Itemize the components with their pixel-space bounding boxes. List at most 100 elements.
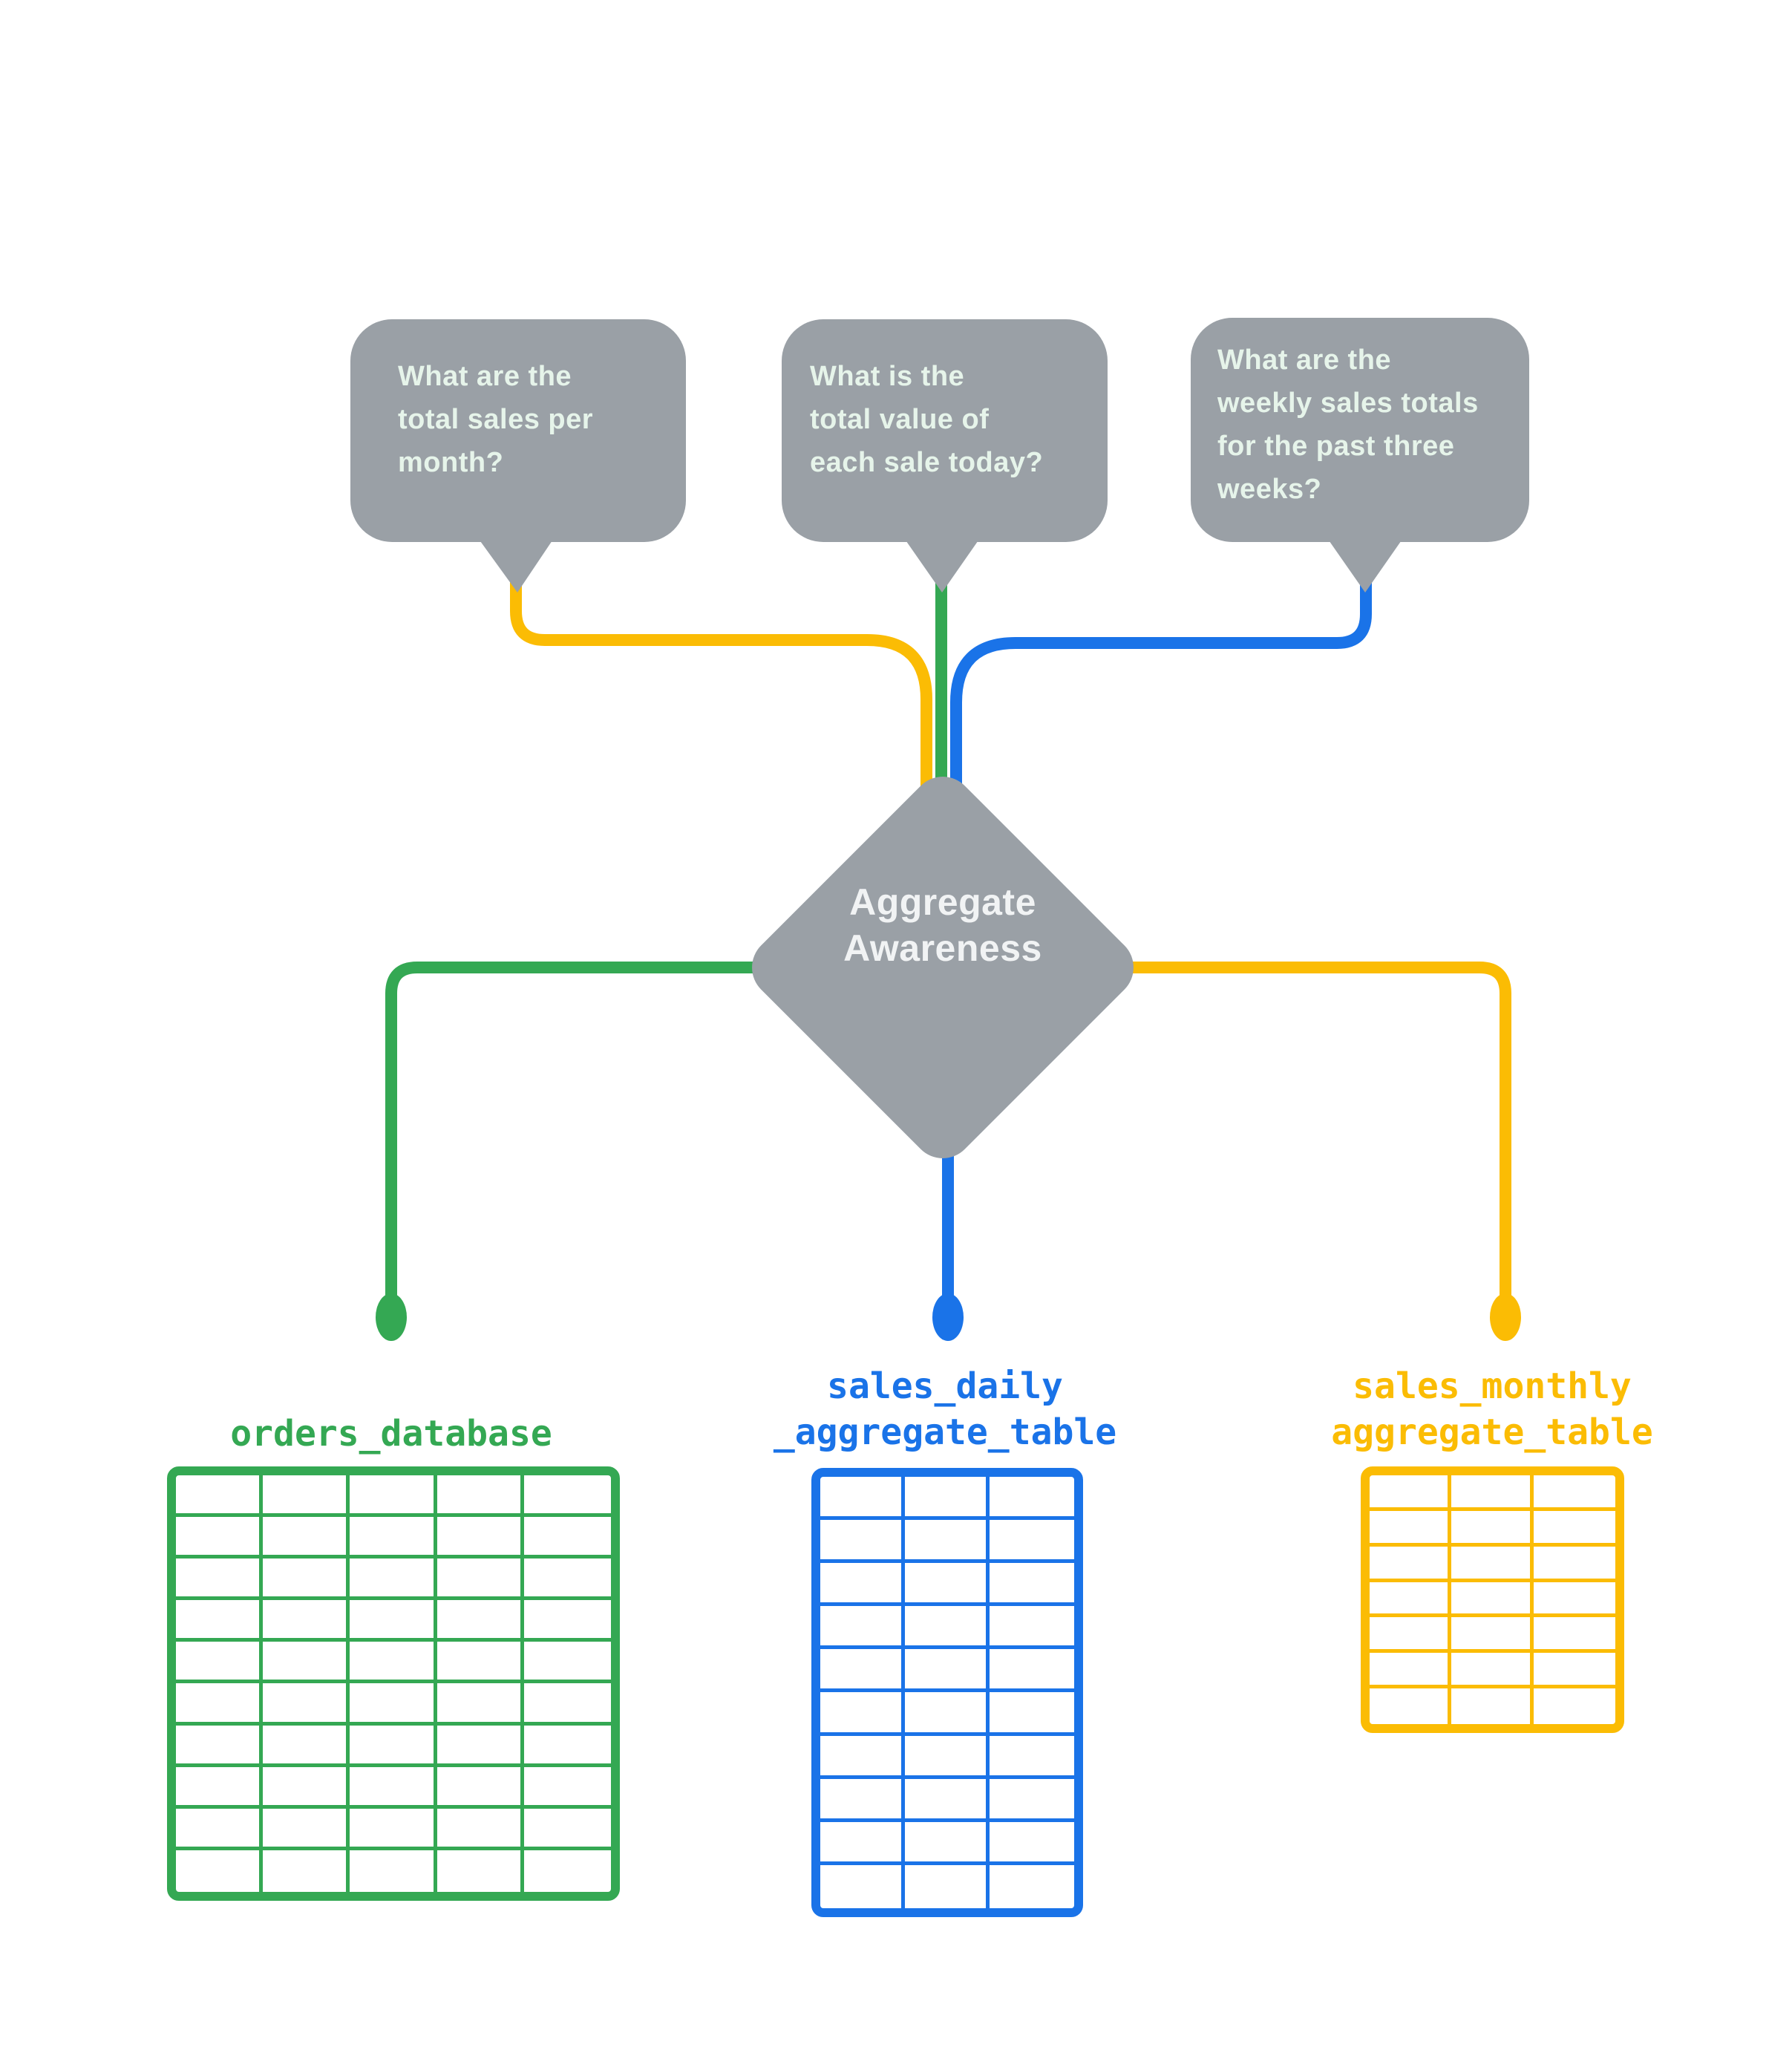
speech-bubble-daily-value: What is the total value of each sale tod… — [782, 319, 1108, 542]
table-cell — [176, 1808, 264, 1850]
table-label-line: _aggregate_table — [773, 1411, 1117, 1453]
speech-bubble-weekly-totals: What are the weekly sales totals for the… — [1191, 318, 1529, 542]
bubble-text-line: weekly sales totals — [1217, 388, 1479, 419]
aggregate-awareness-diamond — [752, 777, 1134, 1158]
table-cell — [436, 1642, 524, 1684]
table-cell — [905, 1563, 990, 1607]
table-cell — [820, 1821, 905, 1865]
wire-yellow-top — [510, 553, 932, 798]
table-cell — [524, 1850, 611, 1892]
table-cell — [263, 1766, 350, 1809]
table-label-line: sales_monthly — [1353, 1365, 1632, 1407]
speech-bubble-monthly-sales: What are the total sales per month? — [350, 319, 686, 542]
table-cell — [990, 1606, 1074, 1650]
diamond-label: Aggregate Awareness — [794, 879, 1091, 971]
table-cell — [523, 1642, 611, 1684]
table-cell — [176, 1600, 264, 1642]
table-cell — [905, 1864, 990, 1908]
table-cell — [350, 1475, 437, 1518]
table-cell — [990, 1477, 1074, 1521]
diamond-label-line: Aggregate — [849, 881, 1036, 923]
table-cell — [350, 1683, 437, 1726]
table-cell — [990, 1779, 1074, 1822]
bubble-text-line: total sales per — [398, 404, 594, 435]
table-cell — [820, 1563, 905, 1607]
table-cell — [350, 1517, 437, 1559]
bubble-text-line: What are the — [1217, 345, 1392, 376]
diamond-label-line: Awareness — [843, 927, 1042, 969]
table-cell — [523, 1809, 611, 1850]
table-cell — [436, 1683, 524, 1726]
bubble-text-line: What is the — [810, 361, 965, 392]
table-cell — [350, 1808, 437, 1850]
table-cell — [263, 1725, 350, 1767]
table-cell — [523, 1600, 611, 1642]
table-cell — [436, 1517, 524, 1559]
table-cell — [905, 1606, 990, 1650]
table-cell — [905, 1735, 990, 1779]
table-cell — [990, 1865, 1074, 1908]
table-cell — [350, 1725, 437, 1767]
sales-daily-aggregate-table-label: sales_daily _aggregate_table — [774, 1363, 1116, 1455]
wire-blue-top — [950, 553, 1372, 798]
table-cell — [350, 1766, 437, 1809]
table-cell — [350, 1642, 437, 1684]
table-cell — [176, 1517, 264, 1559]
table-cell — [436, 1475, 524, 1518]
table-cell — [350, 1600, 437, 1642]
bubble-tail-3 — [1326, 536, 1405, 593]
table-cell — [1451, 1475, 1534, 1511]
table-cell — [523, 1726, 611, 1767]
table-label-line: aggregate_table — [1331, 1411, 1653, 1453]
table-cell — [176, 1642, 264, 1684]
table-cell — [1451, 1546, 1534, 1582]
table-cell — [1370, 1617, 1452, 1654]
table-cell — [1370, 1653, 1452, 1689]
table-cell — [820, 1477, 905, 1521]
table-cell — [905, 1778, 990, 1822]
table-cell — [1370, 1582, 1452, 1618]
sales-monthly-aggregate-table — [1361, 1466, 1624, 1733]
wire-yellow-down — [1128, 962, 1511, 1316]
table-cell — [263, 1808, 350, 1850]
orders-database-table — [167, 1466, 620, 1901]
table-cell — [523, 1475, 611, 1518]
table-cell — [820, 1735, 905, 1779]
table-cell — [990, 1736, 1074, 1779]
table-cell — [1370, 1475, 1452, 1511]
table-cell — [990, 1822, 1074, 1865]
table-cell — [350, 1558, 437, 1601]
table-cell — [1533, 1547, 1615, 1582]
table-cell — [176, 1850, 264, 1892]
table-cell — [1370, 1546, 1452, 1582]
table-cell — [176, 1725, 264, 1767]
bubble-text-line: total value of — [810, 404, 990, 435]
table-cell — [263, 1517, 350, 1559]
table-cell — [176, 1475, 264, 1518]
table-cell — [436, 1558, 524, 1601]
bubble-text-line: for the past three — [1217, 431, 1455, 462]
table-cell — [820, 1864, 905, 1908]
bubble-text-line: What are the — [398, 361, 572, 392]
table-cell — [176, 1766, 264, 1809]
table-cell — [176, 1683, 264, 1726]
bubble-tail-2 — [903, 536, 981, 593]
table-cell — [820, 1692, 905, 1736]
bubble-text-line: weeks? — [1217, 474, 1322, 505]
table-cell — [905, 1477, 990, 1521]
table-cell — [176, 1558, 264, 1601]
table-cell — [1533, 1653, 1615, 1689]
table-cell — [263, 1642, 350, 1684]
bubble-text-line: each sale today? — [810, 447, 1044, 478]
wire-green-down — [385, 962, 757, 1316]
table-cell — [263, 1600, 350, 1642]
table-cell — [905, 1520, 990, 1564]
table-cell — [1451, 1582, 1534, 1618]
table-cell — [905, 1821, 990, 1865]
orders-database-label: orders_database — [230, 1411, 552, 1457]
table-cell — [1534, 1688, 1615, 1724]
table-cell — [263, 1558, 350, 1601]
table-label-line: sales_daily — [827, 1365, 1063, 1407]
